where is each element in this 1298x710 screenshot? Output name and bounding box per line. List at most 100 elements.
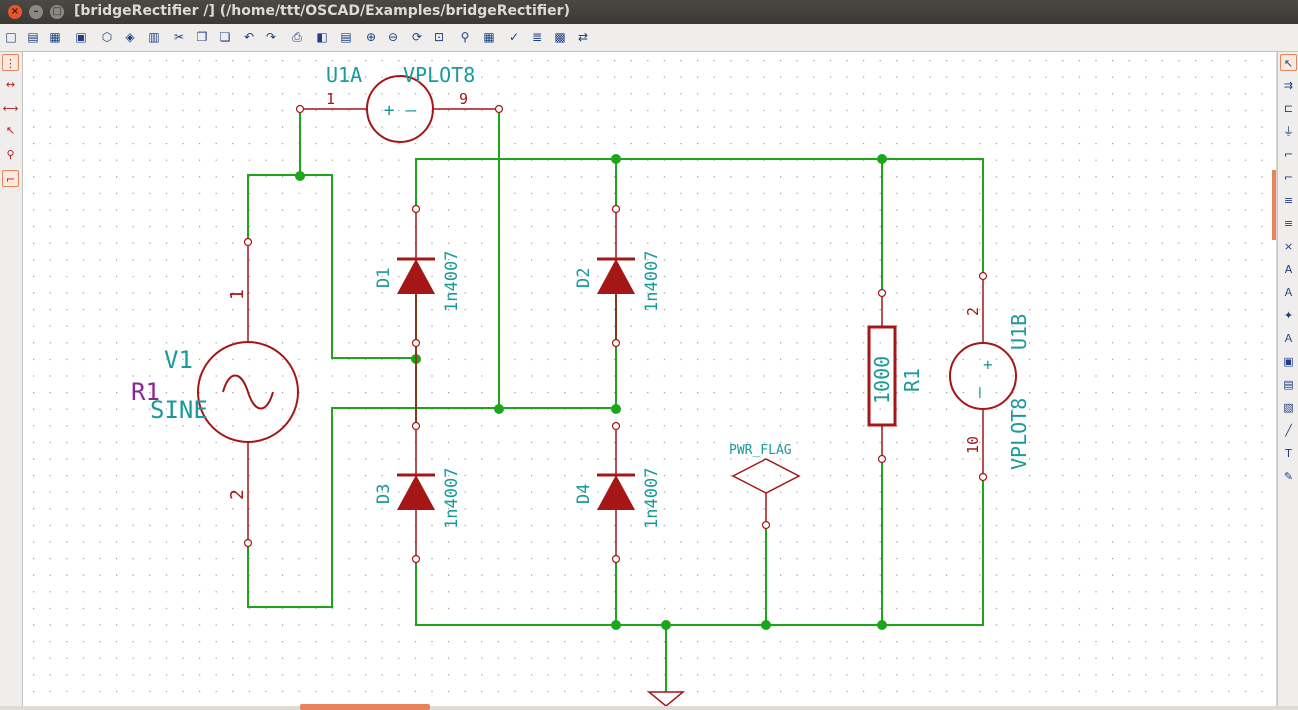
v1-value-label: SINE: [150, 396, 208, 424]
junction: [661, 620, 671, 630]
window-title: [bridgeRectifier /] (/home/ttt/OSCAD/Exa…: [74, 3, 570, 19]
graphic-text-icon[interactable]: T: [1285, 447, 1292, 460]
diode-d2[interactable]: D2 1n4007: [574, 204, 662, 348]
place-wire-icon[interactable]: ⌐: [1283, 148, 1294, 161]
net-label-icon[interactable]: A: [1284, 263, 1293, 276]
v1-ref-label: V1: [164, 346, 193, 374]
zoom-in-icon[interactable]: ⊕: [365, 30, 377, 44]
junction: [611, 154, 621, 164]
u1b-ref-label: U1B: [1007, 314, 1031, 350]
wire: [247, 174, 416, 359]
wire-bus-entry-icon[interactable]: ≡: [1283, 194, 1294, 207]
sheet-pin-icon[interactable]: ▧: [1283, 401, 1294, 414]
bom-icon[interactable]: ≣: [531, 30, 543, 44]
u1a-symbol-text: + –: [384, 100, 417, 121]
junction: [494, 404, 504, 414]
window-minimize-button[interactable]: –: [29, 5, 43, 19]
open-schematic-icon[interactable]: ▤: [27, 30, 39, 44]
print-icon[interactable]: ⎙: [292, 30, 302, 44]
zoom-redraw-icon[interactable]: ⟳: [411, 30, 423, 44]
horizontal-scrollbar-thumb[interactable]: [300, 704, 430, 710]
grid-dots: [23, 52, 1276, 706]
place-bus-icon[interactable]: ⌐: [1283, 171, 1294, 184]
horizontal-scrollbar-track[interactable]: [23, 706, 1276, 710]
netlist-icon[interactable]: ▦: [483, 30, 495, 44]
d2-value-label: 1n4007: [642, 251, 662, 312]
d4-value-label: 1n4007: [642, 468, 662, 529]
junction-icon[interactable]: ✦: [1283, 309, 1294, 322]
hidden-pins-icon[interactable]: ⚲: [6, 148, 15, 161]
u1b-pin10-label: 10: [964, 436, 982, 454]
cvpcb-icon[interactable]: ▩: [554, 30, 566, 44]
schematic-drawing[interactable]: + – U1A VPLOT8 1 9 V1 R1 SINE 1 2: [23, 52, 1276, 706]
zoom-out-icon[interactable]: ⊖: [387, 30, 399, 44]
place-component-icon[interactable]: ⊏: [1283, 102, 1294, 115]
wire-angle-icon[interactable]: ⌐: [2, 170, 19, 187]
graphic-line-icon[interactable]: ╱: [1285, 424, 1292, 437]
plot-probe-u1a[interactable]: + – U1A VPLOT8 1 9: [295, 63, 504, 143]
zoom-fit-icon[interactable]: ⊡: [433, 30, 445, 44]
save-project-icon[interactable]: ▦: [49, 30, 61, 44]
find-icon[interactable]: ⚲: [460, 30, 470, 44]
import-pin-icon[interactable]: ▤: [1283, 378, 1294, 391]
resistor-r1[interactable]: 1000 R1: [867, 288, 924, 464]
select-tool-icon[interactable]: ↖: [1280, 54, 1297, 71]
library-browser-icon[interactable]: ▥: [148, 30, 160, 44]
page-settings-icon[interactable]: ⬡: [101, 30, 113, 44]
no-connect-icon[interactable]: ×: [1283, 240, 1294, 253]
junction: [761, 620, 771, 630]
d2-ref-label: D2: [574, 268, 594, 288]
diode-d3[interactable]: D3 1n4007: [374, 421, 462, 564]
save-sheet-icon[interactable]: ▣: [75, 30, 87, 44]
hier-sheet-icon[interactable]: ▣: [1283, 355, 1294, 368]
redo-icon[interactable]: ↷: [265, 30, 277, 44]
erc-icon[interactable]: ✓: [508, 30, 520, 44]
u1a-value-label: VPLOT8: [403, 63, 475, 87]
d3-value-label: 1n4007: [442, 468, 462, 529]
diode-d1[interactable]: D1 1n4007: [374, 204, 462, 427]
wire: [415, 477, 984, 626]
u1b-minus-text: –: [969, 387, 990, 398]
new-schematic-icon[interactable]: □: [5, 30, 17, 44]
global-label-icon[interactable]: Ａ: [1283, 286, 1294, 299]
d3-ref-label: D3: [374, 484, 394, 504]
cut-icon[interactable]: ✂: [173, 30, 185, 44]
u1b-pin2-label: 2: [964, 307, 982, 316]
junctions: [295, 154, 887, 630]
power-flag-label: PWR_FLAG: [729, 443, 792, 458]
undo-icon[interactable]: ↶: [243, 30, 255, 44]
sine-source-v1[interactable]: V1 R1 SINE 1 2: [131, 237, 299, 548]
backannotate-icon[interactable]: ⇄: [577, 30, 589, 44]
annotate-icon[interactable]: ▤: [340, 30, 352, 44]
vertical-scrollbar-thumb[interactable]: [1272, 170, 1276, 240]
grid-toggle-icon[interactable]: ⋮: [2, 54, 19, 71]
schematic-canvas[interactable]: + – U1A VPLOT8 1 9 V1 R1 SINE 1 2: [23, 52, 1276, 706]
load-page-icon[interactable]: ◈: [125, 30, 135, 44]
junction: [877, 620, 887, 630]
diode-d4[interactable]: D4 1n4007: [574, 421, 662, 564]
r1-ref-label: R1: [900, 368, 924, 392]
units-mm-icon[interactable]: ⟷: [2, 102, 19, 115]
delete-item-icon[interactable]: ✎: [1283, 470, 1294, 483]
u1b-plus-text: +: [983, 355, 993, 374]
highlight-net-icon[interactable]: ⇉: [1283, 79, 1294, 92]
r1-value-label: 1000: [870, 356, 894, 404]
plot-probe-u1b[interactable]: + – U1B VPLOT8 2 10: [949, 271, 1031, 482]
bus-bus-entry-icon[interactable]: ≡: [1283, 217, 1294, 230]
copy-icon[interactable]: ❐: [196, 30, 208, 44]
place-power-icon[interactable]: ⏚: [1283, 125, 1294, 138]
run-pcbnew-icon[interactable]: ◧: [316, 30, 328, 44]
ground-symbol[interactable]: [646, 691, 686, 706]
units-inch-icon[interactable]: ↔: [5, 78, 16, 91]
power-flag[interactable]: PWR_FLAG: [729, 443, 801, 530]
window-close-button[interactable]: ×: [8, 5, 22, 19]
junction: [877, 154, 887, 164]
paste-icon[interactable]: ❏: [219, 30, 231, 44]
u1b-value-label: VPLOT8: [1007, 398, 1031, 470]
window-maximize-button[interactable]: □: [50, 5, 64, 19]
hier-label-icon[interactable]: Ａ: [1283, 332, 1294, 345]
v1-pin2-label: 2: [227, 489, 248, 500]
u1a-pin9-label: 9: [459, 90, 468, 108]
cursor-shape-icon[interactable]: ↖: [5, 124, 16, 137]
